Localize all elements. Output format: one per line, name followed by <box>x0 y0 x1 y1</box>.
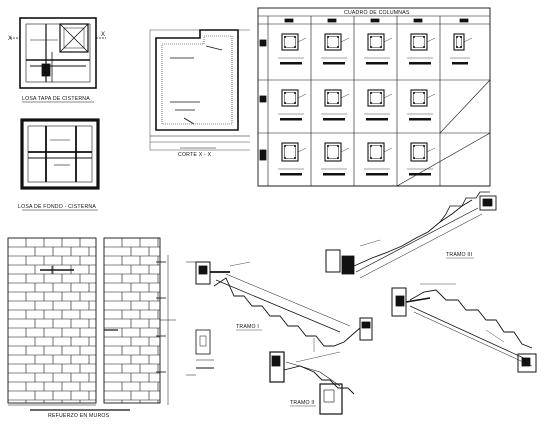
tramo-2-label: TRAMO II <box>290 400 315 406</box>
stair-tramo-2: TRAMO II <box>269 338 355 415</box>
table-title: CUADRO DE COLUMNAS <box>344 10 410 16</box>
column-section-cell <box>364 142 393 176</box>
column-section-cell <box>278 89 307 121</box>
tramo-3-label: TRAMO III <box>446 252 472 258</box>
column-section-cell <box>278 142 307 176</box>
column-sections <box>278 33 473 176</box>
tramo-1-label: TRAMO I <box>236 324 259 330</box>
losa-tapa-plan: X X LOSA TAPA DE CISTERNA <box>8 17 106 103</box>
column-section-cell <box>321 142 350 176</box>
column-section-cell <box>321 89 350 121</box>
brick-wall-left <box>7 237 97 404</box>
column-section-cell <box>450 33 473 65</box>
column-section-cell <box>407 142 436 176</box>
column-section-cell <box>407 33 436 65</box>
stair-tramo-1: TRAMO I <box>195 261 373 369</box>
axis-x-right: X <box>101 32 105 38</box>
losa-tapa-title: LOSA TAPA DE CISTERNA <box>22 96 90 102</box>
refuerzo-title: REFUERZO EN MUROS <box>48 413 110 419</box>
column-section-cell <box>364 89 393 121</box>
column-section-cell <box>364 33 393 65</box>
axis-x-left: X <box>8 36 12 42</box>
brick-wall-right <box>103 237 166 404</box>
stair-tramo-3: TRAMO III <box>325 191 497 279</box>
losa-fondo-title: LOSA DE FONDO - CISTERNA <box>18 204 96 210</box>
stair-tramo-4 <box>391 283 537 373</box>
column-schedule-table: CUADRO DE COLUMNAS <box>257 7 491 187</box>
wall-reinforcement: REFUERZO EN MUROS <box>7 237 196 419</box>
corte-section: CORTE X - X <box>149 29 250 158</box>
column-section-cell <box>278 33 307 65</box>
corte-title: CORTE X - X <box>178 152 212 158</box>
column-section-cell <box>407 89 436 121</box>
column-section-cell <box>321 33 350 65</box>
losa-fondo-plan: LOSA DE FONDO - CISTERNA <box>18 118 100 211</box>
